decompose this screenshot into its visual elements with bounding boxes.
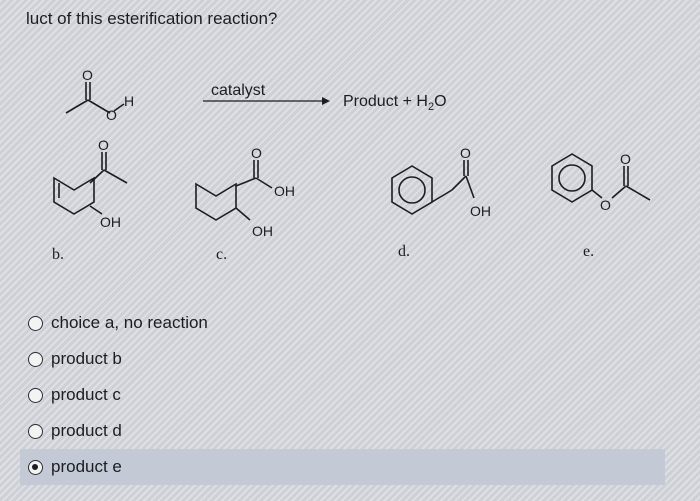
reactant-hydrogen: H [124, 93, 134, 109]
choice-label: choice a, no reaction [51, 313, 208, 332]
radio-selected-icon[interactable] [28, 459, 43, 475]
structure-d-oh: OH [470, 203, 491, 219]
reaction-arrow [203, 97, 330, 105]
structure-c-label: c. [216, 246, 227, 263]
structure-e [551, 153, 651, 203]
structure-c-oh1: OH [274, 183, 295, 199]
structure-c [195, 160, 273, 221]
structure-e-label: e. [583, 243, 594, 260]
question-text: luct of this esterification reaction? [26, 9, 278, 28]
structure-b-label: b. [52, 246, 64, 263]
structure-d [391, 160, 475, 215]
choice-d[interactable]: product d [20, 413, 665, 449]
catalyst-label: catalyst [211, 82, 266, 99]
reactant-oxygen: O [106, 107, 117, 123]
choice-label: product d [51, 421, 122, 440]
structure-d-o: O [460, 145, 471, 161]
acetic-acid-structure [65, 82, 125, 114]
choice-label: product e [51, 457, 122, 476]
choice-b[interactable]: product b [20, 341, 665, 377]
structure-b-oh: OH [100, 214, 121, 230]
radio-icon[interactable] [28, 423, 43, 439]
choice-label: product b [51, 349, 122, 368]
structure-b [53, 152, 128, 215]
choice-e[interactable]: product e [20, 449, 665, 485]
radio-icon[interactable] [28, 351, 43, 367]
choice-c[interactable]: product c [20, 377, 665, 413]
structure-e-o2: O [600, 197, 611, 213]
product-water-label: Product + H2O [343, 93, 447, 113]
structure-c-o: O [251, 145, 262, 161]
structure-e-o1: O [620, 151, 631, 167]
answer-choices: choice a, no reaction product b product … [20, 305, 665, 485]
structure-c-oh2: OH [252, 223, 273, 239]
structure-b-o: O [98, 137, 109, 153]
choice-a[interactable]: choice a, no reaction [20, 305, 665, 341]
reactant-carbonyl-o: O [82, 67, 93, 83]
radio-icon[interactable] [28, 315, 43, 331]
radio-icon[interactable] [28, 387, 43, 403]
choice-label: product c [51, 385, 121, 404]
structure-d-label: d. [398, 243, 410, 260]
